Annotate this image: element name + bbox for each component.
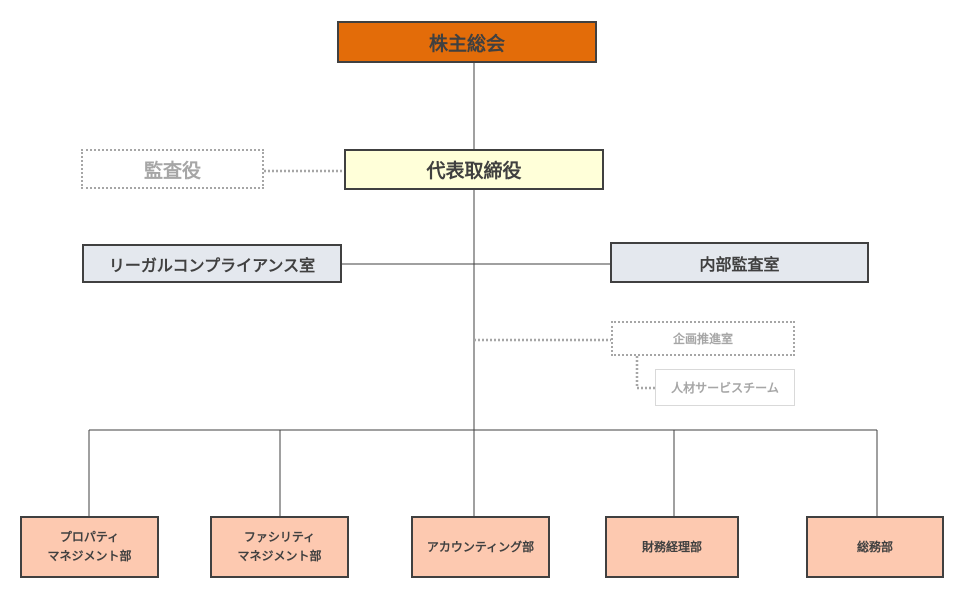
department-box-general-affairs: 総務部 (806, 516, 944, 578)
department-label-line1: プロパティ (59, 530, 120, 544)
ceo-box: 代表取締役 (344, 149, 604, 190)
department-box-facility: ファシリティ マネジメント部 (210, 516, 349, 578)
hr-service-team-label: 人材サービスチーム (671, 381, 779, 395)
shareholders-meeting-box: 株主総会 (337, 21, 597, 63)
department-label-line1: ファシリティ (243, 530, 316, 544)
internal-audit-label: 内部監査室 (699, 254, 780, 274)
department-box-finance: 財務経理部 (605, 516, 739, 578)
ceo-label: 代表取締役 (426, 160, 522, 182)
department-label-line1: アカウンティング部 (426, 539, 535, 554)
planning-office-box: 企画推進室 (611, 321, 795, 356)
department-box-property: プロパティ マネジメント部 (20, 516, 159, 578)
auditor-label: 監査役 (143, 159, 201, 182)
line-planning-hr (635, 356, 655, 390)
legal-compliance-box: リーガルコンプライアンス室 (82, 244, 342, 283)
department-label-line1: 財務経理部 (641, 539, 702, 554)
department-label-line2: マネジメント部 (47, 549, 132, 563)
hr-service-team-box: 人材サービスチーム (655, 369, 795, 406)
legal-compliance-label: リーガルコンプライアンス室 (108, 255, 316, 275)
department-box-accounting: アカウンティング部 (411, 516, 550, 578)
department-label-line2: マネジメント部 (237, 549, 322, 563)
auditor-box: 監査役 (81, 149, 264, 189)
department-label-line1: 総務部 (856, 539, 893, 554)
shareholders-meeting-label: 株主総会 (428, 32, 505, 55)
internal-audit-box: 内部監査室 (610, 242, 869, 283)
planning-office-label: 企画推進室 (672, 332, 733, 346)
